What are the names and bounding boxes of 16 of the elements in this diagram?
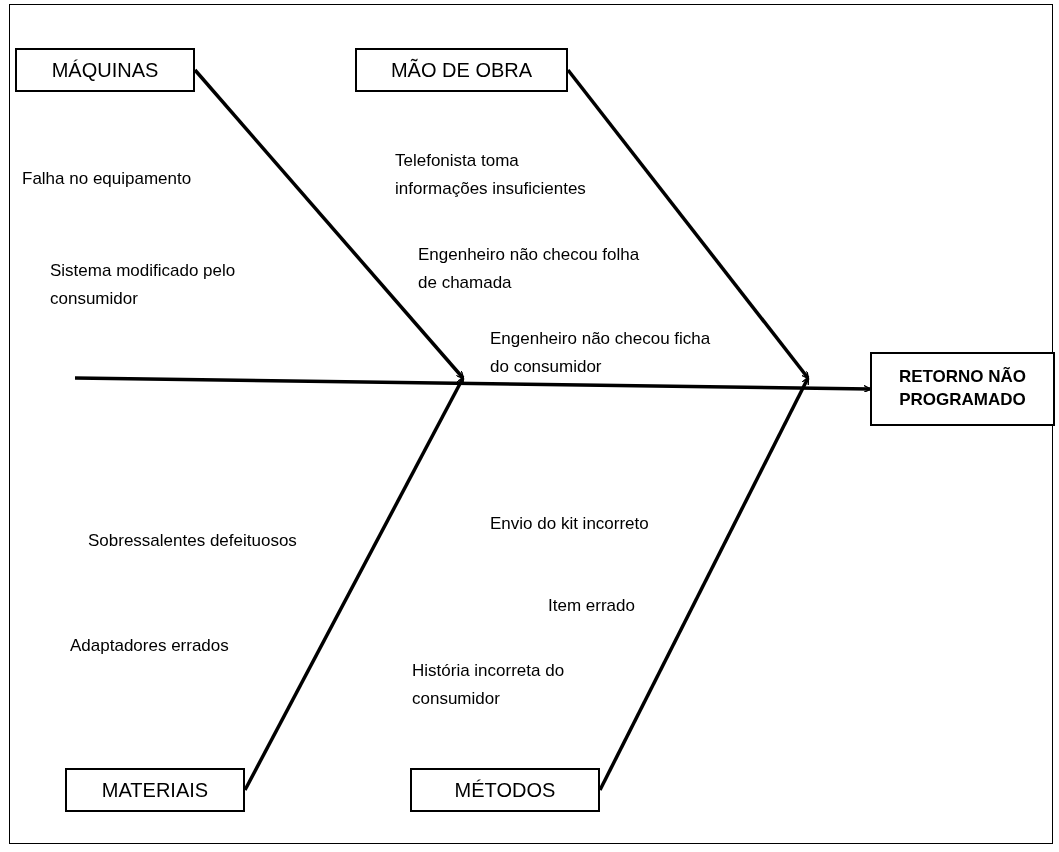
cause-label: Telefonista toma informações insuficientes [395,150,587,201]
cause-label: Envio do kit incorreto [490,513,650,535]
category-box: MÃO DE OBRA [355,48,568,92]
category-box: MÉTODOS [410,768,600,812]
cause-label: Item errado [548,595,636,617]
cause-label: História incorreta do consumidor [412,660,566,711]
cause-label: Engenheiro não checou ficha do consumidor [490,328,712,379]
category-box: MÁQUINAS [15,48,195,92]
category-box: MATERIAIS [65,768,245,812]
spine-arrow [74,376,872,394]
effect-box: RETORNO NÃO PROGRAMADO [870,352,1055,426]
cause-label: Sobressalentes defeituosos [88,530,298,552]
cause-label: Engenheiro não checou folha de chamada [418,244,641,295]
cause-label: Falha no equipamento [22,168,193,190]
cause-label: Sistema modificado pelo consumidor [50,260,237,311]
cause-label: Adaptadores errados [70,635,230,657]
